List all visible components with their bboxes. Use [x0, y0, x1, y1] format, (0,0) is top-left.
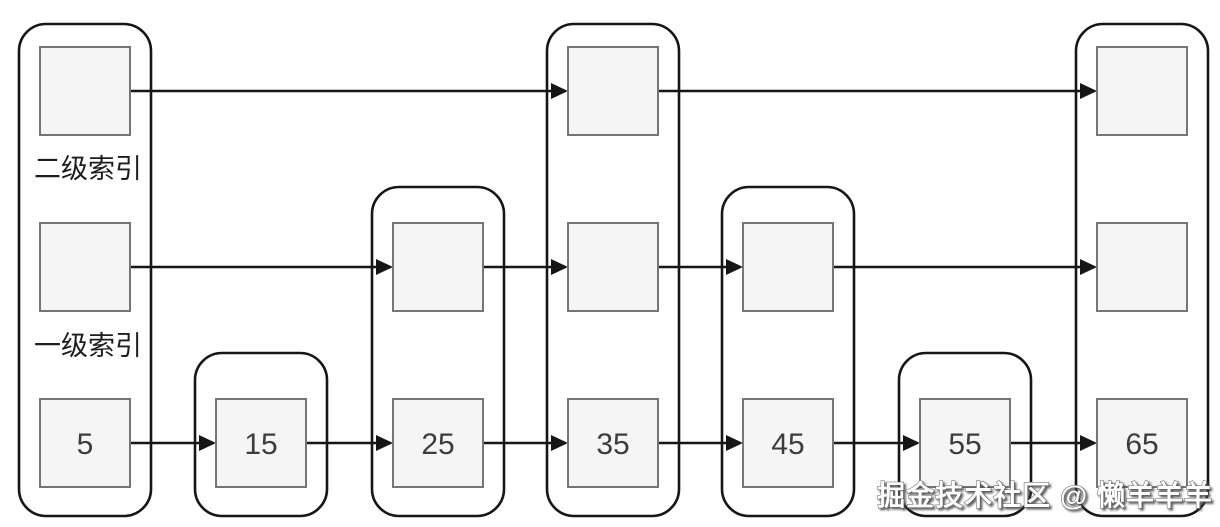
node-value: 45: [771, 428, 804, 461]
index-box-15-level0: [215, 398, 307, 488]
arrow-head-icon: [1080, 435, 1097, 451]
index-box-5-level0: [39, 398, 131, 488]
arrow-head-icon: [1080, 83, 1097, 99]
arrow-head-icon: [376, 435, 393, 451]
index-box-35-level1: [567, 222, 659, 312]
index-box-65-level1: [1096, 222, 1188, 312]
arrow-head-icon: [199, 435, 216, 451]
level1-index-label: 一级索引: [34, 331, 142, 361]
arrow-head-icon: [376, 259, 393, 275]
arrow-head-icon: [903, 435, 920, 451]
arrow-head-icon: [726, 435, 743, 451]
arrow-head-icon: [551, 83, 568, 99]
index-box-65-level0: [1096, 398, 1188, 488]
index-box-35-level0: [567, 398, 659, 488]
node-value: 55: [948, 428, 981, 461]
index-box-45-level1: [742, 222, 834, 312]
node-value: 15: [244, 428, 277, 461]
watermark-text: 掘金技术社区 @ 懒羊羊羊: [877, 479, 1213, 511]
index-box-45-level0: [742, 398, 834, 488]
index-box-35-level2: [567, 46, 659, 136]
arrow-head-icon: [551, 435, 568, 451]
arrow-head-icon: [1080, 259, 1097, 275]
arrow-head-icon: [551, 259, 568, 275]
node-value: 25: [421, 428, 454, 461]
index-box-65-level2: [1096, 46, 1188, 136]
index-box-5-level2: [39, 46, 131, 136]
node-value: 5: [77, 428, 94, 461]
index-box-55-level0: [919, 398, 1011, 488]
arrow-head-icon: [726, 259, 743, 275]
index-box-5-level1: [39, 222, 131, 312]
node-value: 65: [1125, 428, 1158, 461]
node-value: 35: [596, 428, 629, 461]
level2-index-label: 二级索引: [34, 154, 142, 184]
index-box-25-level1: [392, 222, 484, 312]
index-box-25-level0: [392, 398, 484, 488]
